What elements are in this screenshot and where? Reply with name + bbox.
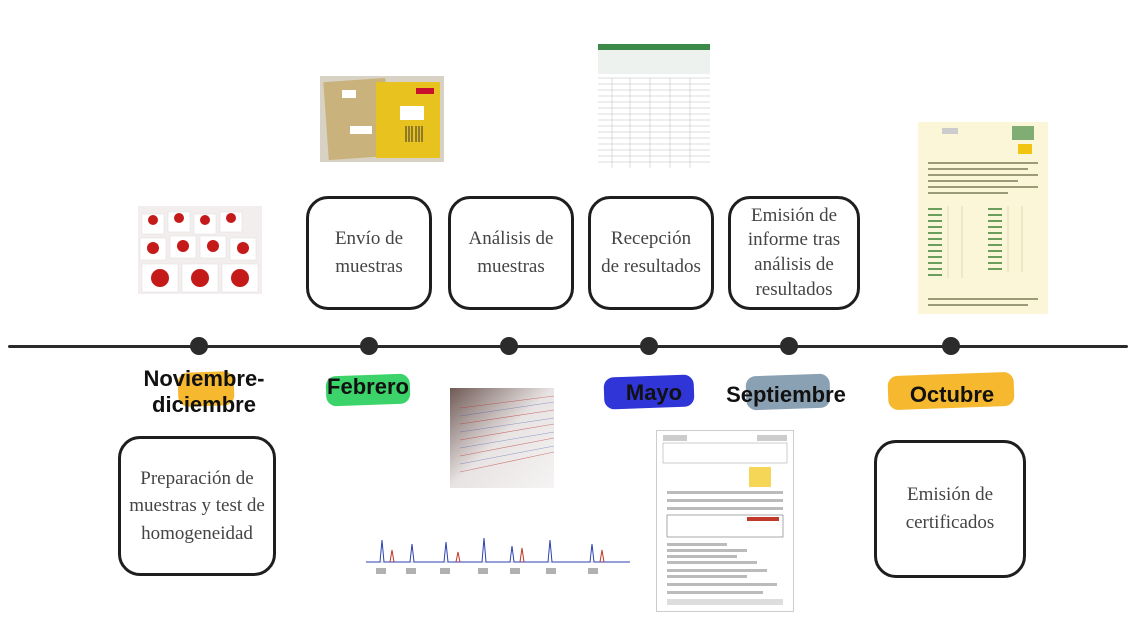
month-feb: Febrero — [327, 374, 409, 399]
certificate-image — [918, 122, 1048, 314]
box-preparacion-muestras: Preparación de muestras y test de homoge… — [118, 436, 276, 576]
spreadsheet-image — [598, 44, 710, 168]
box-recepcion-resultados: Recepción de resultados — [588, 196, 714, 310]
timeline-dot-may — [640, 337, 658, 355]
timeline-dot-sep — [780, 337, 798, 355]
box-envio-muestras: Envío de muestras — [306, 196, 432, 310]
box-recepcion-text: Recepción de resultados — [601, 228, 701, 277]
photo-spreadsheet — [598, 44, 710, 168]
timeline-line — [8, 345, 1128, 348]
photo-report-document — [656, 430, 794, 612]
month-may: Mayo — [625, 380, 683, 405]
timeline-dot-feb — [360, 337, 378, 355]
photo-sample-cards — [138, 206, 262, 294]
electropherogram-image — [366, 537, 630, 574]
box-preparacion-text: Preparación de muestras y test de homoge… — [129, 467, 265, 544]
report-document-image — [662, 435, 788, 605]
timeline-dot-analysis — [500, 337, 518, 355]
box-analisis-text: Análisis de muestras — [468, 228, 554, 277]
photo-gel-image — [450, 388, 554, 488]
box-informe-text: Emisión de informe tras análisis de resu… — [747, 204, 841, 300]
month-nov: Noviembre- diciembre — [124, 366, 284, 419]
month-nov-line2: diciembre — [152, 392, 256, 418]
timeline-dot-oct — [942, 337, 960, 355]
photo-electropherogram — [360, 530, 636, 582]
sample-cards-image — [138, 206, 262, 294]
box-certificados-text: Emisión de certificados — [905, 484, 995, 533]
envelopes-image — [320, 76, 444, 162]
box-emision-certificados: Emisión de certificados — [874, 440, 1026, 578]
month-sep: Septiembre — [726, 382, 846, 407]
box-emision-informe: Emisión de informe tras análisis de resu… — [728, 196, 860, 310]
box-analisis-muestras: Análisis de muestras — [448, 196, 574, 310]
month-nov-line1: Noviembre- — [143, 366, 265, 391]
photo-certificate — [918, 122, 1048, 314]
month-oct: Octubre — [909, 382, 995, 407]
timeline-dot-nov — [190, 337, 208, 355]
photo-shipping-envelopes — [320, 76, 444, 162]
box-envio-text: Envío de muestras — [334, 228, 404, 277]
gel-image — [450, 388, 554, 488]
